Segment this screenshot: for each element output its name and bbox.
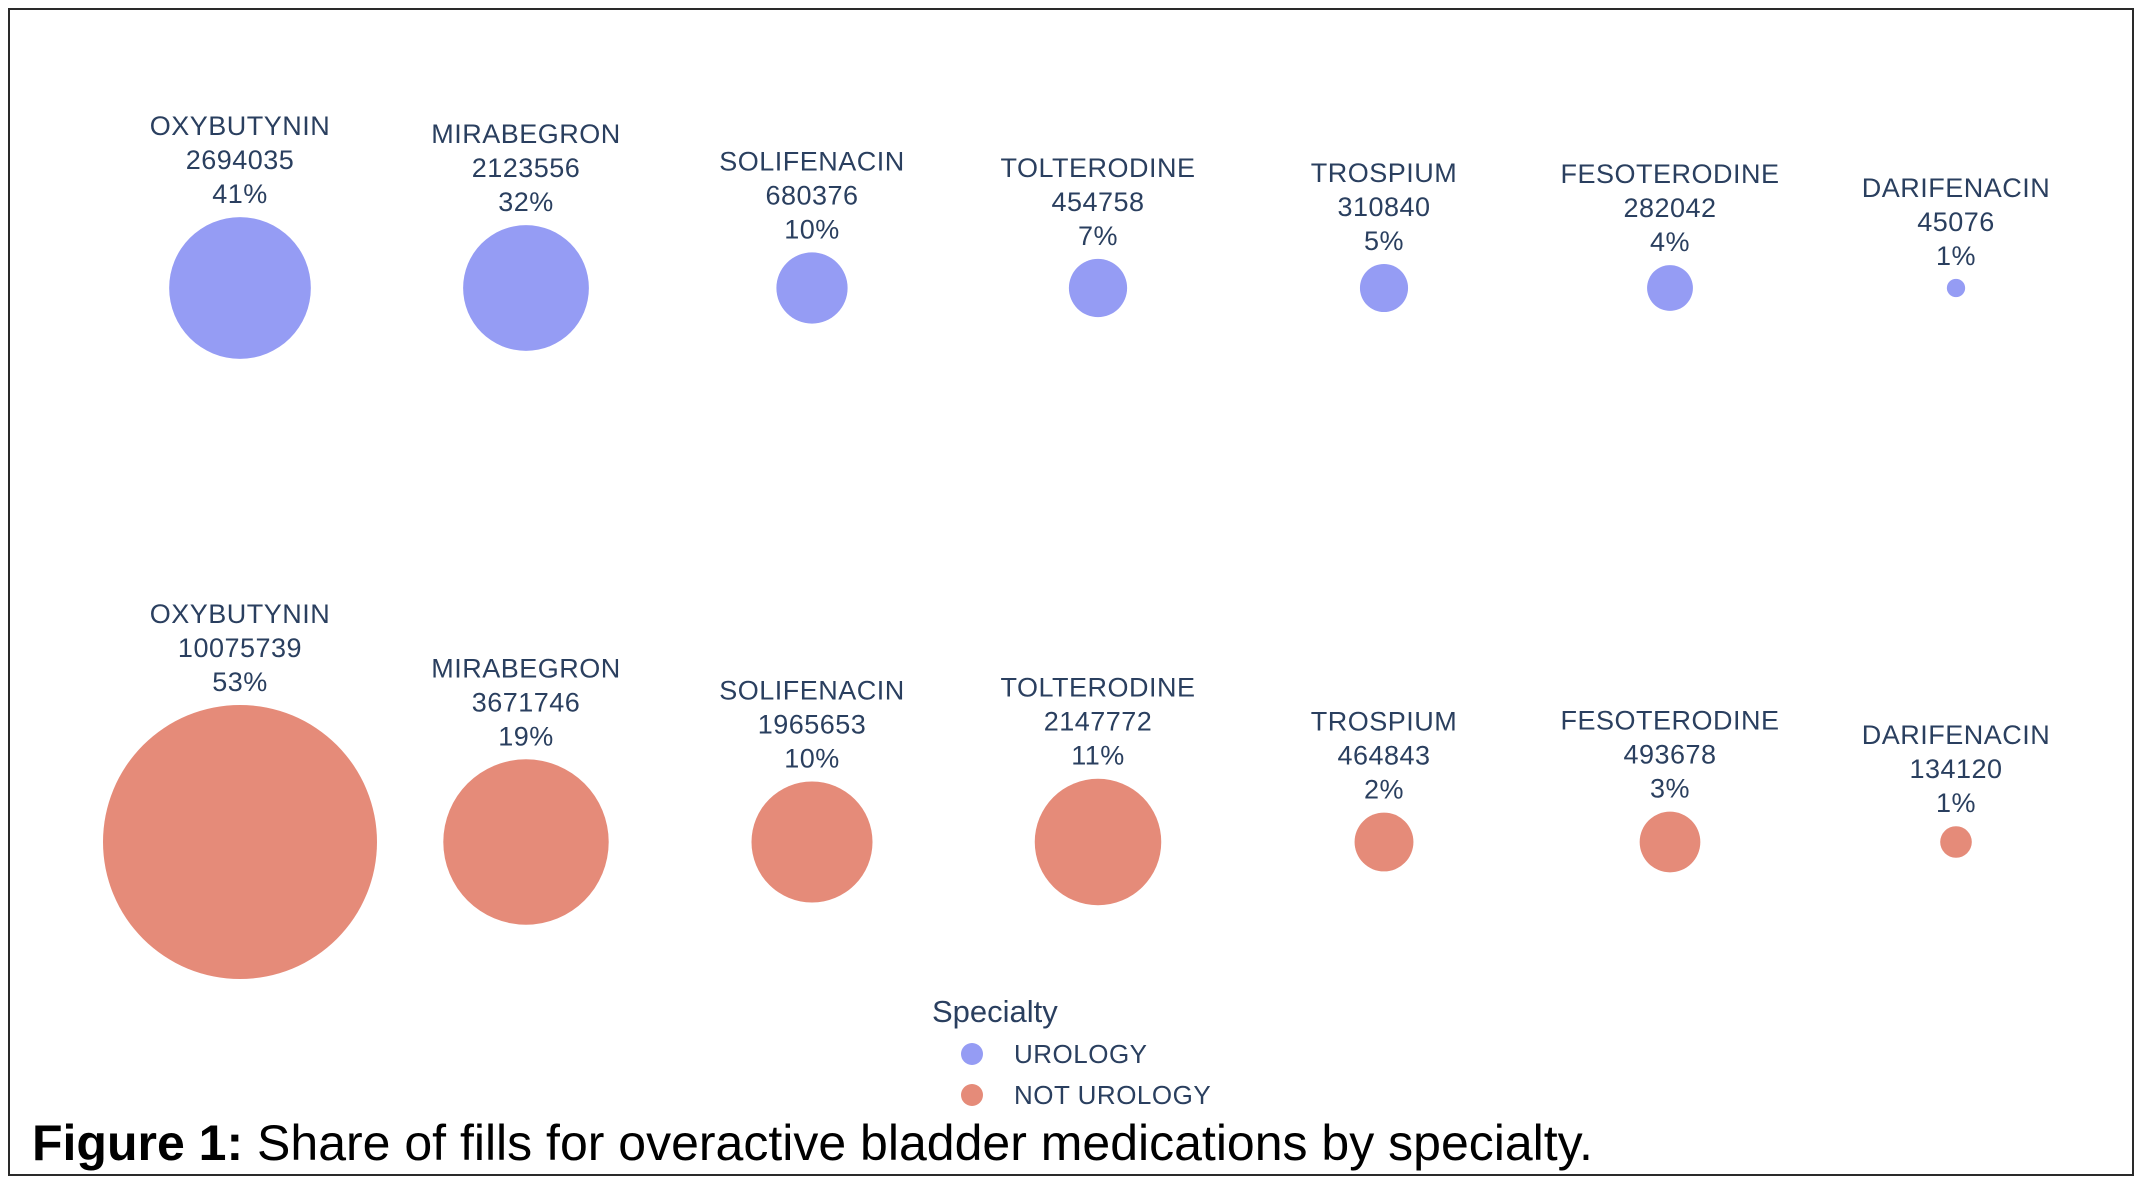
legend-marker [961, 1043, 983, 1065]
legend-item-not-urology[interactable]: NOT UROLOGY [961, 1080, 1211, 1110]
bubble-label-value: 45076 [1917, 207, 1995, 237]
bubble-label-value: 10075739 [178, 633, 302, 663]
bubble-label-percent: 4% [1650, 227, 1690, 257]
bubble-label-value: 3671746 [472, 687, 581, 717]
bubble-urology-mirabegron[interactable] [463, 225, 589, 351]
bubble-not-urology-tolterodine[interactable] [1034, 778, 1162, 906]
legend-label: UROLOGY [1014, 1039, 1148, 1069]
bubble-label-drug: DARIFENACIN [1862, 720, 2051, 750]
bubble-label-value: 464843 [1337, 741, 1430, 771]
bubble-label-value: 1965653 [758, 709, 867, 739]
bubble-label-drug: TOLTERODINE [1000, 673, 1195, 703]
bubble-label-percent: 3% [1650, 774, 1690, 804]
bubble-not-urology-solifenacin[interactable] [751, 781, 873, 903]
legend-marker [961, 1084, 983, 1106]
bubble-label-drug: TROSPIUM [1311, 158, 1458, 188]
bubble-label-value: 2123556 [472, 153, 581, 183]
bubble-label-value: 493678 [1623, 740, 1716, 770]
bubble-label-percent: 1% [1936, 788, 1976, 818]
bubble-urology-tolterodine[interactable] [1068, 258, 1128, 318]
bubble-label-value: 454758 [1051, 187, 1144, 217]
bubble-label-percent: 19% [498, 721, 554, 751]
bubble-not-urology-mirabegron[interactable] [443, 759, 609, 925]
bubble-urology-solifenacin[interactable] [776, 252, 848, 324]
caption-prefix: Figure 1: [32, 1115, 244, 1171]
bubble-label-value: 2147772 [1044, 707, 1153, 737]
bubble-label-percent: 53% [212, 667, 268, 697]
bubble-urology-darifenacin[interactable] [1946, 278, 1966, 298]
figure-caption: Figure 1: Share of fills for overactive … [32, 1118, 1593, 1168]
legend-title: Specialty [932, 994, 1058, 1029]
bubble-label-percent: 10% [784, 214, 840, 244]
bubble-label-percent: 1% [1936, 241, 1976, 271]
bubble-label-drug: MIRABEGRON [431, 119, 621, 149]
bubble-urology-fesoterodine[interactable] [1647, 265, 1693, 311]
caption-text: Share of fills for overactive bladder me… [243, 1115, 1593, 1171]
bubble-urology-trospium[interactable] [1359, 263, 1409, 313]
bubble-urology-oxybutynin[interactable] [169, 217, 311, 359]
bubble-chart: OXYBUTYNIN 2694035 41% MIRABEGRON 2123556 32%… [103, 111, 2051, 1110]
bubble-not-urology-fesoterodine[interactable] [1639, 811, 1701, 873]
bubble-label-percent: 41% [212, 179, 268, 209]
bubble-label-drug: DARIFENACIN [1862, 173, 2051, 203]
figure-frame [8, 8, 2134, 1176]
bubble-not-urology-oxybutynin[interactable] [103, 705, 377, 979]
bubble-label-percent: 11% [1071, 741, 1125, 771]
series-not-urology: OXYBUTYNIN 10075739 53% MIRABEGRON 3671746 19… [103, 599, 2050, 979]
bubble-label-value: 2694035 [186, 145, 295, 175]
series-urology: OXYBUTYNIN 2694035 41% MIRABEGRON 2123556 32%… [150, 111, 2051, 359]
bubble-label-percent: 32% [498, 187, 554, 217]
bubble-not-urology-trospium[interactable] [1354, 812, 1414, 872]
bubble-label-drug: FESOTERODINE [1560, 706, 1779, 736]
bubble-label-percent: 7% [1078, 221, 1118, 251]
bubble-label-drug: SOLIFENACIN [719, 146, 905, 176]
bubble-label-drug: MIRABEGRON [431, 653, 621, 683]
bubble-label-percent: 2% [1364, 775, 1404, 805]
bubble-label-drug: OXYBUTYNIN [150, 111, 331, 141]
bubble-label-percent: 5% [1364, 226, 1404, 256]
bubble-label-value: 680376 [765, 180, 858, 210]
legend-item-urology[interactable]: UROLOGY [961, 1039, 1148, 1069]
bubble-label-value: 282042 [1623, 193, 1716, 223]
bubble-label-percent: 10% [784, 743, 840, 773]
legend-label: NOT UROLOGY [1014, 1080, 1211, 1110]
bubble-label-drug: FESOTERODINE [1560, 159, 1779, 189]
bubble-label-drug: SOLIFENACIN [719, 675, 905, 705]
bubble-label-drug: TROSPIUM [1311, 707, 1458, 737]
bubble-label-value: 134120 [1909, 754, 2002, 784]
bubble-label-value: 310840 [1337, 192, 1430, 222]
bubble-label-drug: OXYBUTYNIN [150, 599, 331, 629]
bubble-label-drug: TOLTERODINE [1000, 153, 1195, 183]
bubble-not-urology-darifenacin[interactable] [1940, 826, 1972, 858]
